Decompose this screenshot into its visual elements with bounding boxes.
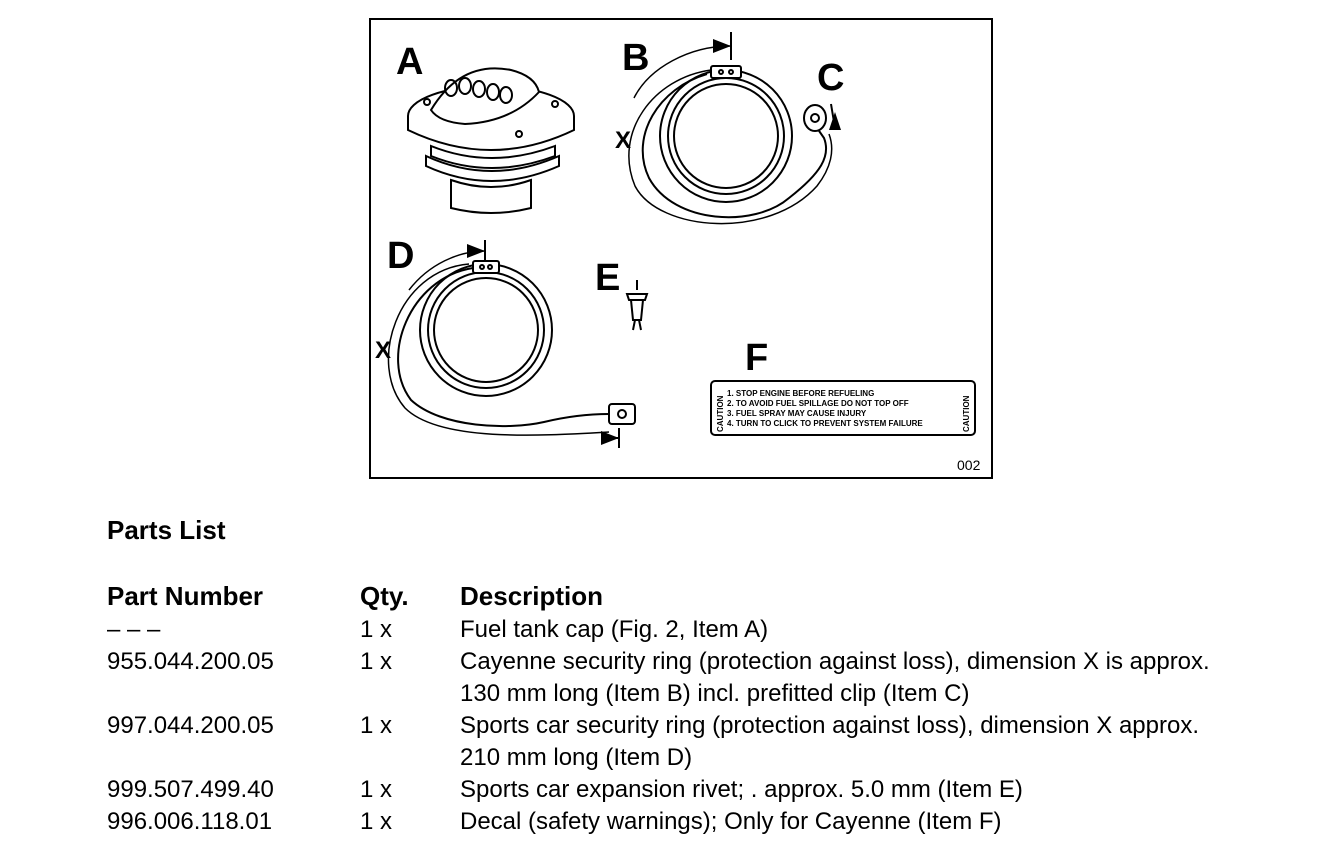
header-description: Description <box>460 581 604 611</box>
table-row: 996.006.118.01 1 x Decal (safety warning… <box>107 806 1300 838</box>
label-e: E <box>595 257 620 299</box>
parts-list-title: Parts List <box>107 515 226 545</box>
decal-line-4: 4. TURN TO CLICK TO PREVENT SYSTEM FAILU… <box>727 419 923 428</box>
description-line: 210 mm long (Item D) <box>460 744 693 771</box>
arrow-d-bottom <box>601 431 619 445</box>
description-cell: Sports car security ring (protection aga… <box>460 710 1300 774</box>
part-number-cell: 996.006.118.01 <box>107 808 273 835</box>
arrow-b-top <box>713 39 731 53</box>
qty-cell: 1 x <box>360 616 393 643</box>
table-row: – – – 1 x Fuel tank cap (Fig. 2, Item A) <box>107 614 1300 646</box>
parts-illustration: A B C X <box>369 18 993 479</box>
decal-caution-right: CAUTION <box>962 395 971 432</box>
description-line: 130 mm long (Item B) incl. prefitted cli… <box>460 680 970 707</box>
safety-decal-drawing: CAUTION CAUTION 1. STOP ENGINE BEFORE RE… <box>710 380 976 436</box>
qty-cell: 1 x <box>360 808 393 835</box>
label-b: B <box>622 37 649 79</box>
decal-line-3: 3. FUEL SPRAY MAY CAUSE INJURY <box>727 409 867 418</box>
dimension-x-label-b: X <box>615 127 631 154</box>
table-row: 955.044.200.05 1 x Cayenne security ring… <box>107 646 1300 710</box>
decal-line-2: 2. TO AVOID FUEL SPILLAGE DO NOT TOP OFF <box>727 399 909 408</box>
label-d: D <box>387 235 414 277</box>
decal-line-1: 1. STOP ENGINE BEFORE REFUELING <box>727 389 874 398</box>
qty-cell: 1 x <box>360 648 393 675</box>
figure-number: 002 <box>957 457 981 473</box>
table-row: 999.507.499.40 1 x Sports car expansion … <box>107 774 1300 806</box>
description-line: Cayenne security ring (protection agains… <box>460 648 1210 675</box>
header-qty: Qty. <box>360 581 409 611</box>
table-row: 997.044.200.05 1 x Sports car security r… <box>107 710 1300 774</box>
part-number-cell: – – – <box>107 616 161 643</box>
part-number-cell: 955.044.200.05 <box>107 648 274 675</box>
qty-cell: 1 x <box>360 776 393 803</box>
qty-cell: 1 x <box>360 712 393 739</box>
prefitted-clip-drawing <box>803 104 827 132</box>
cayenne-security-ring-drawing <box>628 32 836 225</box>
description-cell: Sports car expansion rivet; . approx. 5.… <box>460 776 1023 803</box>
arrow-d-top <box>467 244 485 258</box>
parts-list-header-row: Part Number Qty. Description <box>107 578 1300 614</box>
fuel-tank-cap-drawing <box>407 67 575 214</box>
sports-car-security-ring-drawing <box>387 240 636 448</box>
expansion-rivet-drawing <box>625 280 649 331</box>
description-cell: Fuel tank cap (Fig. 2, Item A) <box>460 616 769 643</box>
label-f: F <box>745 337 768 379</box>
part-number-cell: 999.507.499.40 <box>107 776 274 803</box>
label-a: A <box>396 41 423 83</box>
decal-caution-left: CAUTION <box>716 395 725 432</box>
header-part-number: Part Number <box>107 581 264 611</box>
description-line: Sports car security ring (protection aga… <box>460 712 1199 739</box>
parts-list-table: Part Number Qty. Description – – – 1 x F… <box>107 578 1300 838</box>
description-cell: Decal (safety warnings); Only for Cayenn… <box>460 808 1002 835</box>
arrow-b-right <box>829 112 841 130</box>
label-c: C <box>817 57 844 99</box>
dimension-x-label-d: X <box>375 337 391 364</box>
description-cell: Cayenne security ring (protection agains… <box>460 646 1300 710</box>
part-number-cell: 997.044.200.05 <box>107 712 274 739</box>
parts-figure: A B C X <box>369 18 993 479</box>
